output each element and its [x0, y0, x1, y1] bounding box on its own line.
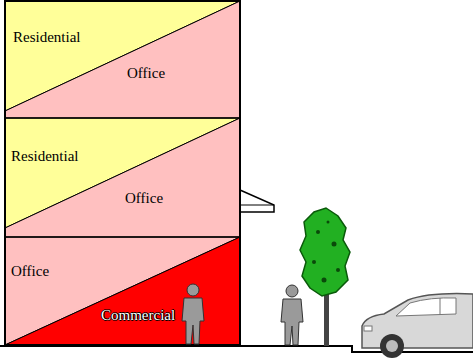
floor-zone: Office [5, 118, 240, 237]
pedestrian [281, 285, 303, 345]
floor-zone: Commercial [5, 237, 240, 345]
zone-label: Office [127, 65, 165, 82]
awning [240, 190, 274, 212]
shopper [182, 284, 204, 344]
zone-triangle [5, 118, 240, 237]
zone-label: Commercial [101, 307, 175, 324]
zone-triangle [5, 1, 240, 118]
zone-label: Office [125, 190, 163, 207]
floor-zone: Office [5, 1, 240, 118]
zone-label: Residential [13, 29, 81, 46]
zone-label: Residential [11, 148, 79, 165]
tree [300, 208, 350, 346]
zone-triangle [5, 237, 240, 345]
zone-label: Office [11, 263, 49, 280]
car [362, 294, 473, 358]
